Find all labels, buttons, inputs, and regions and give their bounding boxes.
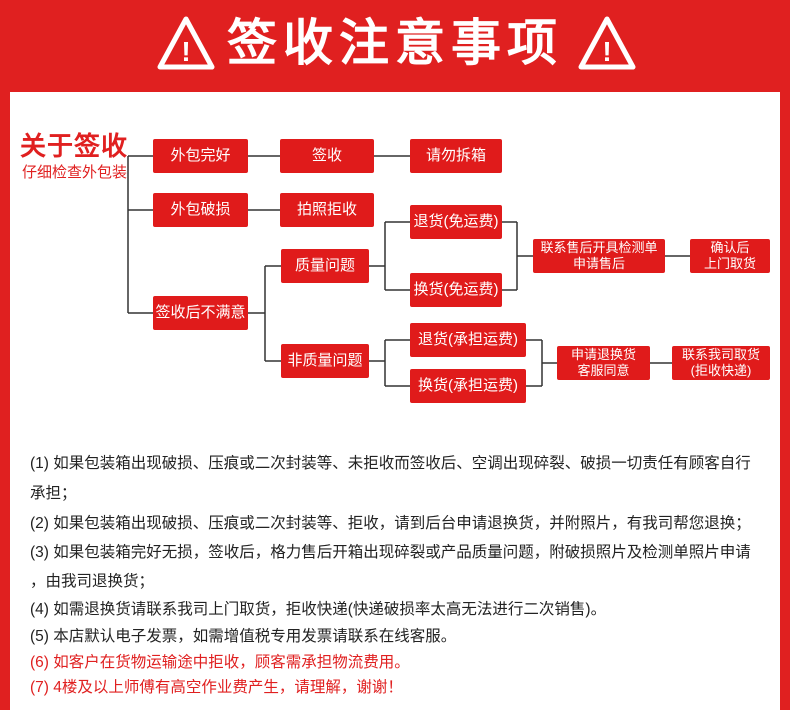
return-paid-box: 退货(承担运费) xyxy=(410,323,526,357)
svg-text:!: ! xyxy=(602,36,611,67)
sign-guide-title: 关于签收 xyxy=(20,131,129,161)
apply-return-line1: 申请退换货 xyxy=(570,347,636,362)
confirm-pickup-box: 确认后 上门取货 xyxy=(690,239,770,273)
svg-text:!: ! xyxy=(181,36,190,67)
contact-after-sales-line2: 申请售后 xyxy=(572,256,625,271)
header-banner: ! 签收注意事项 ! xyxy=(0,0,790,88)
contact-pickup-line2: (拒收快递) xyxy=(690,363,752,378)
rule-1-continued: 承担； xyxy=(30,485,77,502)
photo-reject-box: 拍照拒收 xyxy=(280,193,374,227)
apply-return-line2: 客服同意 xyxy=(577,363,630,378)
warning-icon: ! xyxy=(157,16,215,70)
apply-return-box: 申请退换货 客服同意 xyxy=(557,346,650,380)
contact-pickup-box: 联系我司取货 (拒收快递) xyxy=(672,346,770,380)
confirm-pickup-line2: 上门取货 xyxy=(703,256,756,271)
unsatisfied-box: 签收后不满意 xyxy=(153,296,248,330)
warning-icon: ! xyxy=(578,16,636,70)
sign-box: 签收 xyxy=(280,139,374,173)
confirm-pickup-line1: 确认后 xyxy=(710,240,750,255)
contact-after-sales-box: 联系售后开具检测单 申请售后 xyxy=(533,239,665,273)
exchange-free-box: 换货(免运费) xyxy=(410,273,502,307)
rule-2: (2) 如果包装箱出现破损、压痕或二次封装等、拒收，请到后台申请退换货，并附照片… xyxy=(30,515,751,532)
non-quality-issue-box: 非质量问题 xyxy=(281,344,369,378)
rule-4: (4) 如需退换货请联系我司上门取货，拒收快递(快递破损率太高无法进行二次销售)… xyxy=(30,601,607,618)
rule-6: (6) 如客户在货物运输途中拒收，顾客需承担物流费用。 xyxy=(30,654,410,671)
exchange-paid-box: 换货(承担运费) xyxy=(410,369,526,403)
page-title: 签收注意事项 xyxy=(227,15,563,71)
contact-pickup-line1: 联系我司取货 xyxy=(681,347,760,362)
quality-issue-box: 质量问题 xyxy=(281,249,369,283)
rule-7: (7) 4楼及以上师傅有高空作业费产生，请理解，谢谢！ xyxy=(30,679,403,696)
no-unpack-box: 请勿拆箱 xyxy=(410,139,502,173)
outer-intact-box: 外包完好 xyxy=(153,139,248,173)
contact-after-sales-line1: 联系售后开具检测单 xyxy=(540,240,658,255)
rule-5: (5) 本店默认电子发票，如需增值税专用发票请联系在线客服。 xyxy=(30,628,457,645)
outer-damaged-box: 外包破损 xyxy=(153,193,248,227)
content-panel xyxy=(10,92,780,710)
rule-3-continued: ，由我司退换货； xyxy=(30,573,155,590)
rule-1: (1) 如果包装箱出现破损、压痕或二次封装等、未拒收而签收后、空调出现碎裂、破损… xyxy=(30,455,751,472)
sign-guide-subtitle: 仔细检查外包装 xyxy=(22,164,128,181)
return-free-box: 退货(免运费) xyxy=(410,205,502,239)
rule-3: (3) 如果包装箱完好无损，签收后，格力售后开箱出现碎裂或产品质量问题，附破损照… xyxy=(30,544,751,561)
